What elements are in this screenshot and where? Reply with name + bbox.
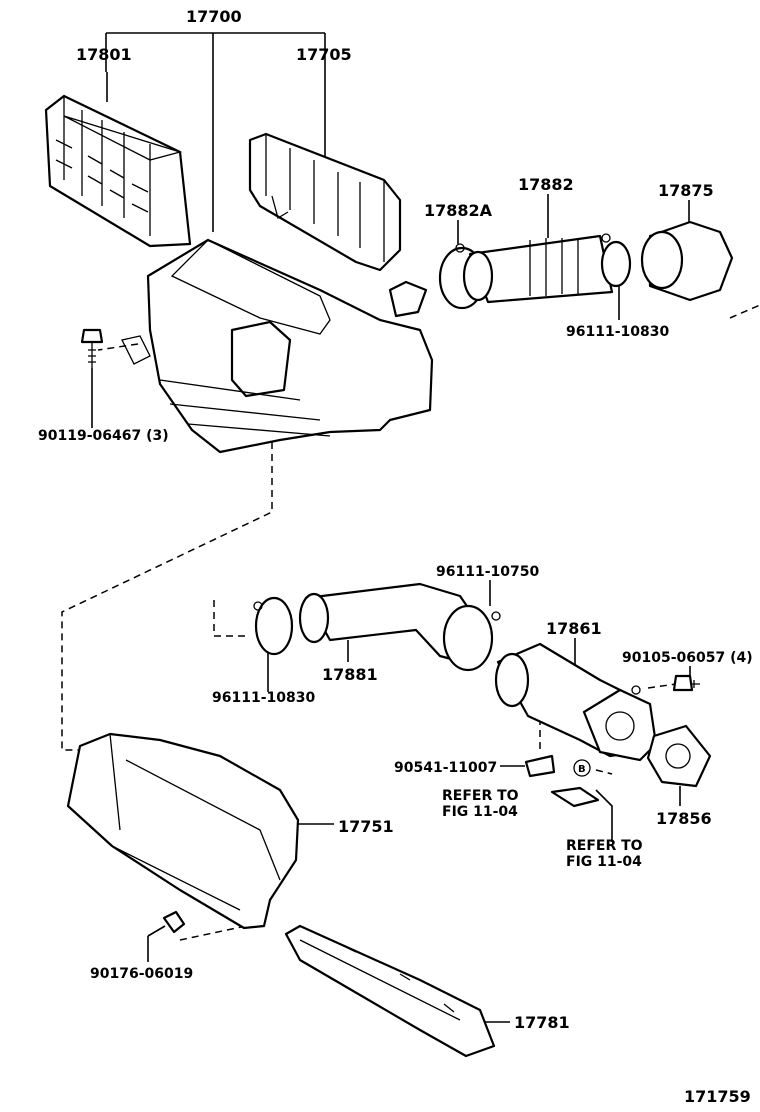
refer-note-1-line1: REFER TO	[442, 788, 519, 804]
inlet-hose-assembly	[438, 220, 734, 310]
label-90119-06467: 90119-06467 (3)	[38, 428, 169, 444]
air-hose-17881	[253, 582, 501, 672]
label-17801: 17801	[76, 45, 132, 64]
label-17882a: 17882A	[424, 201, 493, 220]
grommet-90541	[524, 754, 556, 778]
label-96111-10830-mid: 96111-10830	[212, 690, 315, 706]
label-17705: 17705	[296, 45, 352, 64]
bracket-b	[550, 759, 600, 808]
label-17856: 17856	[656, 809, 712, 828]
intake-pipe-17861	[494, 642, 658, 762]
bolt-90119	[80, 328, 104, 368]
label-17882: 17882	[518, 175, 574, 194]
dashed-lines	[61, 304, 760, 941]
refer-note-2-line2: FIG 11-04	[566, 854, 642, 870]
label-96111-10830-top: 96111-10830	[566, 324, 669, 340]
label-17875: 17875	[658, 181, 714, 200]
air-filter-element	[44, 94, 192, 248]
air-cleaner-case	[121, 238, 434, 454]
part-labels: 17700 17801 17705 17882 17875 17882A 961…	[38, 7, 753, 1032]
label-17700: 17700	[186, 7, 242, 26]
label-17861: 17861	[546, 619, 602, 638]
bolt-90105	[672, 674, 700, 692]
air-duct-17751	[66, 732, 300, 930]
label-17781: 17781	[514, 1013, 570, 1032]
label-90105-06057: 90105-06057 (4)	[622, 650, 753, 666]
refer-note-1-line2: FIG 11-04	[442, 804, 518, 820]
label-96111-10750: 96111-10750	[436, 564, 539, 580]
circle-b-letter: B	[578, 764, 586, 775]
label-17751: 17751	[338, 817, 394, 836]
clip-90176	[162, 910, 186, 934]
gasket-17856	[646, 724, 712, 788]
refer-notes: REFER TO FIG 11-04 REFER TO FIG 11-04 B	[442, 764, 643, 870]
label-90541-11007: 90541-11007	[394, 760, 497, 776]
label-17881: 17881	[322, 665, 378, 684]
label-90176-06019: 90176-06019	[90, 966, 193, 982]
air-duct-17781	[284, 924, 496, 1058]
air-cleaner-cap	[248, 132, 402, 272]
refer-note-2-line1: REFER TO	[566, 838, 643, 854]
diagram-id: 171759	[684, 1087, 751, 1106]
